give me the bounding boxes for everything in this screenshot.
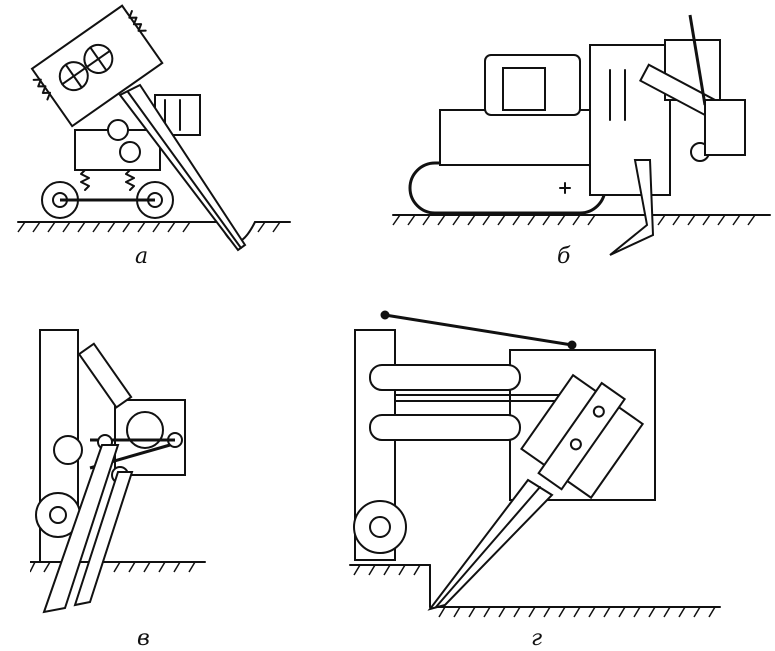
- panel-d-drawing: [349, 310, 721, 618]
- panel-c-label: в: [137, 626, 150, 651]
- panel-d-label: г: [531, 626, 543, 651]
- panel-b-drawing: [392, 14, 771, 256]
- panel-c-drawing: [30, 329, 206, 614]
- panel-a-label: а: [135, 244, 149, 269]
- panel-b-label: б: [557, 244, 571, 269]
- panel-a-drawing: [17, 4, 291, 252]
